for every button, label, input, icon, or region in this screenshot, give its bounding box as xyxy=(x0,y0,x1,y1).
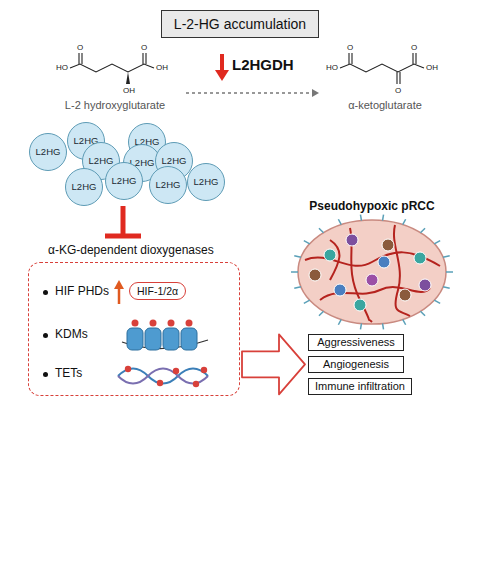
node-text: L2HG xyxy=(36,147,61,158)
tumor-spike xyxy=(443,287,450,289)
atom-label: O xyxy=(411,43,417,52)
metabolite-circle: L2HG xyxy=(187,163,225,201)
bullet-dot xyxy=(43,372,48,377)
tumor-spike xyxy=(294,256,301,258)
atom-label: OH xyxy=(156,63,168,72)
tumor-cell xyxy=(334,284,346,296)
tumor-spike xyxy=(443,256,450,258)
tumor-spike xyxy=(338,319,341,324)
inhibition-bar xyxy=(105,234,141,239)
tumor-cell xyxy=(354,299,366,311)
tumor-spike xyxy=(403,319,406,324)
decrease-arrow xyxy=(220,54,224,72)
increase-arrow xyxy=(118,288,121,304)
node-text: Immune infiltration xyxy=(315,380,405,393)
node-text: L2HG xyxy=(112,176,137,187)
tumor-illustration xyxy=(291,215,453,330)
atom-label: O xyxy=(77,43,83,52)
atom-label: O xyxy=(347,43,353,52)
title-box: L-2-HG accumulation xyxy=(161,10,319,38)
node-text: L2HG xyxy=(72,182,97,193)
akg-structure xyxy=(340,53,424,84)
block-arrow xyxy=(242,334,305,394)
node-text: Aggressiveness xyxy=(315,336,397,349)
tumor-spike xyxy=(291,271,298,273)
tumor-spike xyxy=(420,228,425,233)
tumor-cell xyxy=(399,289,411,301)
inhibition-line xyxy=(121,206,126,235)
outcome-box: Angiogenesis xyxy=(308,356,404,373)
tumor-spike xyxy=(360,215,362,221)
bullet-dot xyxy=(43,290,48,295)
nucleosome-icon xyxy=(122,320,208,351)
text-label: L-2 hydroxyglutarate xyxy=(65,99,165,112)
bullet-dot xyxy=(43,333,48,338)
atom-label: OH xyxy=(426,63,438,72)
tumor-spike xyxy=(338,219,341,224)
tumor-spike xyxy=(446,271,453,273)
metabolite-circle: L2HG xyxy=(29,133,67,171)
tumor-spike xyxy=(403,219,406,224)
wedge-bond xyxy=(126,72,130,84)
tumor-spike xyxy=(304,241,310,244)
tumor-spike xyxy=(360,323,362,329)
node-text: L2HG xyxy=(156,180,181,191)
tumor-cell xyxy=(414,252,426,264)
decrease-arrowhead xyxy=(215,70,229,81)
tumor-spike xyxy=(319,311,324,316)
atom-label: O xyxy=(141,43,147,52)
conversion-arrow xyxy=(186,92,318,93)
tumor-cell xyxy=(378,256,390,268)
node-text: L2HG xyxy=(194,177,219,188)
node-text: Angiogenesis xyxy=(315,358,397,371)
bullet-item: HIF PHDs xyxy=(55,285,109,299)
atom-label: O xyxy=(395,86,401,95)
tumor-spike xyxy=(434,241,440,244)
bullet-item: TETs xyxy=(55,367,82,381)
tumor-spike xyxy=(382,215,384,221)
increase-arrowhead xyxy=(114,280,124,289)
tumor-spike xyxy=(382,323,384,329)
dna-icon xyxy=(118,366,208,387)
bullet-item: KDMs xyxy=(55,328,88,342)
node-text: L2HG xyxy=(89,156,114,167)
text-label: L2HGDH xyxy=(232,56,294,73)
metabolite-circle: L2HG xyxy=(149,166,187,204)
tumor-cell xyxy=(309,269,321,281)
hif-pill: HIF-1/2α xyxy=(129,282,186,300)
atom-label: HO xyxy=(326,63,338,72)
tumor-cell xyxy=(419,279,431,291)
tumor-spike xyxy=(304,300,310,303)
tumor-cell xyxy=(382,239,394,251)
text-label: α-KG-dependent dioxygenases xyxy=(48,244,214,258)
atom-label: HO xyxy=(56,63,68,72)
text-label: α-ketoglutarate xyxy=(348,99,422,112)
node-text: L2HG xyxy=(162,156,187,167)
tumor-spike xyxy=(294,287,301,289)
tumor-spike xyxy=(319,228,324,233)
tumor-cell xyxy=(324,249,336,261)
tumor-cell xyxy=(346,234,358,246)
node-text: HIF-1/2α xyxy=(137,285,178,297)
outcome-box: Immune infiltration xyxy=(308,378,412,395)
enzyme-group-box: HIF PHDsKDMsTETs HIF-1/2α xyxy=(28,262,240,396)
outcome-box: Aggressiveness xyxy=(308,334,404,351)
metabolite-circle: L2HG xyxy=(65,168,103,206)
node-text: L-2-HG accumulation xyxy=(174,16,306,32)
atom-label: OH xyxy=(123,86,135,95)
text-label: Pseudohypoxic pRCC xyxy=(309,200,434,214)
metabolite-circle: L2HG xyxy=(105,162,143,200)
tumor-spike xyxy=(434,300,440,303)
tumor-cell xyxy=(366,274,378,286)
tumor-spike xyxy=(420,311,425,316)
l2hg-structure xyxy=(70,53,154,72)
